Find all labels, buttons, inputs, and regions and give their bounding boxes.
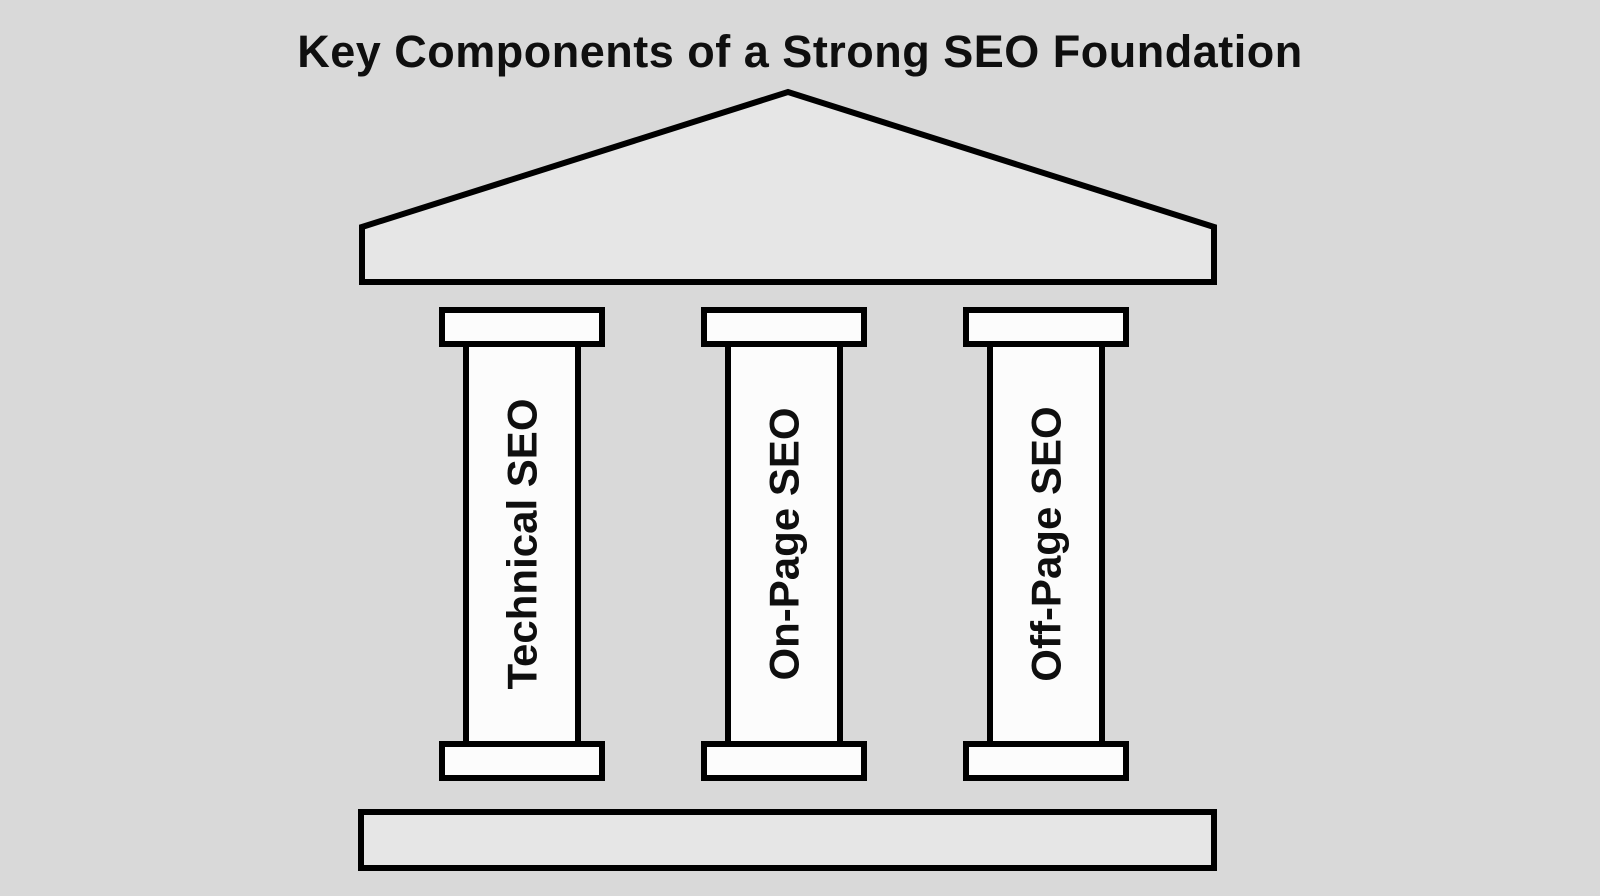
pillar-label-off-page-seo: Off-Page SEO xyxy=(1023,406,1070,681)
pillar-label-technical-seo: Technical SEO xyxy=(499,399,546,690)
pillar-top-cap xyxy=(439,307,605,347)
pillar-top-cap xyxy=(963,307,1129,347)
pillar-top-cap xyxy=(701,307,867,347)
pediment-roof xyxy=(359,88,1217,285)
diagram-title: Key Components of a Strong SEO Foundatio… xyxy=(297,26,1303,77)
pillar-shaft xyxy=(463,323,581,763)
foundation-base xyxy=(358,809,1217,871)
pillar-bottom-cap xyxy=(701,741,867,781)
pillar-technical-seo: Technical SEO xyxy=(439,307,605,781)
pillar-off-page-seo: Off-Page SEO xyxy=(963,307,1129,781)
pillar-bottom-cap xyxy=(963,741,1129,781)
pillar-label-on-page-seo: On-Page SEO xyxy=(761,407,808,680)
pillar-on-page-seo: On-Page SEO xyxy=(701,307,867,781)
pillar-bottom-cap xyxy=(439,741,605,781)
